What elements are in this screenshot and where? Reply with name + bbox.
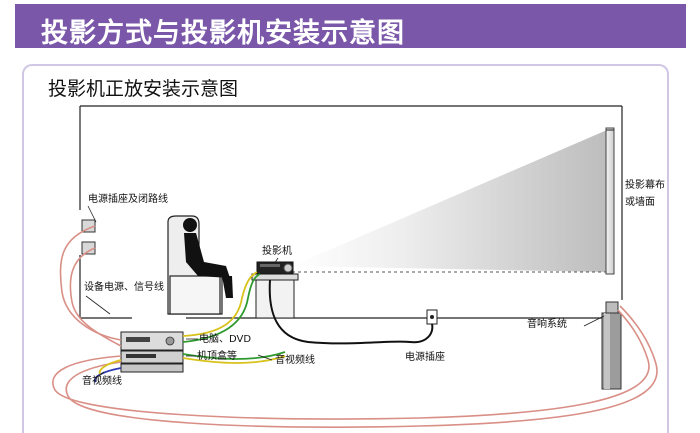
diagram-subtitle: 投影机正放安装示意图 — [48, 78, 239, 100]
leader-lines — [85, 205, 605, 379]
projection-beam — [292, 130, 607, 272]
diagram-frame — [22, 64, 669, 433]
label-projector: 投影机 — [262, 246, 292, 257]
projection-screen — [605, 127, 615, 275]
label-screen-line1: 投影幕布 — [625, 180, 665, 191]
label-settop-box: 机顶盒等 — [197, 351, 237, 362]
label-screen-line2: 或墙面 — [625, 197, 655, 208]
label-computer-dvd: 电脑、DVD — [199, 334, 252, 345]
label-audio-system: 音响系统 — [527, 319, 567, 330]
room-outline — [79, 105, 623, 319]
page-title: 投影方式与投影机安装示意图 — [41, 18, 405, 49]
label-power-outlet: 电源插座 — [405, 352, 445, 363]
power-outlet — [426, 309, 438, 325]
label-device-power-signal: 设备电源、信号线 — [84, 282, 164, 293]
projector — [256, 261, 294, 275]
red-cables — [52, 225, 658, 428]
chair-with-person — [167, 215, 233, 315]
title-banner: 投影方式与投影机安装示意图 — [15, 4, 686, 49]
audio-speaker — [601, 301, 622, 390]
projector-table — [251, 273, 299, 319]
label-av-cable-left: 音视频线 — [82, 376, 122, 387]
label-av-cable-mid: 音视频线 — [275, 355, 315, 366]
projector-power-cable — [268, 279, 434, 345]
label-power-socket-loop: 电源插座及闭路线 — [88, 194, 168, 205]
av-equipment-rack — [120, 331, 184, 373]
